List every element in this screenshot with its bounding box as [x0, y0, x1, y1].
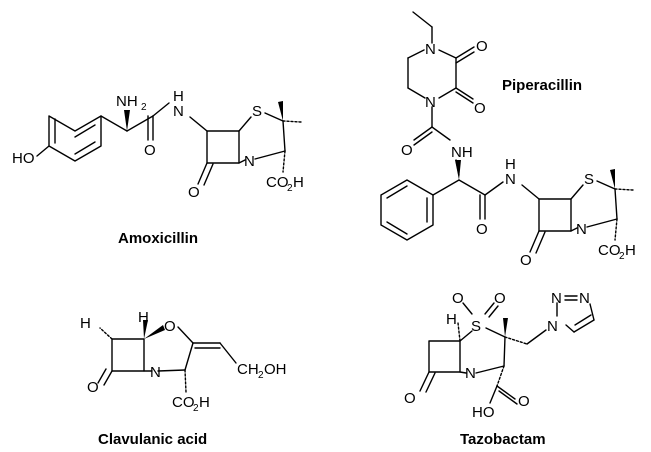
atom-label: O — [144, 142, 156, 159]
atom-label: HO — [472, 404, 495, 421]
atom-label: H — [625, 242, 636, 259]
atom-label: N — [547, 318, 558, 335]
compound-name: Tazobactam — [460, 431, 546, 448]
atom-label: O — [87, 379, 99, 396]
atom-subscript: 2 — [193, 403, 199, 414]
atom-label: N — [173, 103, 184, 120]
atom-label: H — [293, 174, 304, 191]
atom-subscript: 2 — [287, 183, 293, 194]
atom-label: O — [188, 184, 200, 201]
atom-label: O — [520, 252, 532, 269]
atom-subscript: 2 — [258, 370, 264, 381]
atom-label: S — [471, 318, 481, 335]
compound-name: Amoxicillin — [118, 230, 198, 247]
atom-label: H — [138, 309, 149, 326]
atom-label: O — [476, 221, 488, 238]
atom-label: O — [476, 38, 488, 55]
atom-label: O — [164, 318, 176, 335]
atom-subscript: 2 — [141, 102, 147, 113]
atom-label: N — [425, 41, 436, 58]
atom-label: S — [584, 171, 594, 188]
atom-label: OH — [264, 361, 287, 378]
atom-label: HO — [12, 150, 35, 167]
atom-label: H — [505, 156, 516, 173]
tazobactam-structure: H S O O N N N N O HO O Tazobactam — [404, 290, 595, 448]
atom-label: N — [551, 290, 562, 307]
atom-label: H — [80, 315, 91, 332]
compound-name: Clavulanic acid — [98, 431, 207, 448]
atom-label: NH — [116, 93, 138, 110]
atom-label: CO — [266, 174, 289, 191]
atom-label: O — [452, 290, 464, 307]
atom-label: H — [173, 88, 184, 105]
atom-label: N — [150, 364, 161, 381]
atom-subscript: 2 — [619, 251, 625, 262]
compound-name: Piperacillin — [502, 77, 582, 94]
atom-label: O — [494, 290, 506, 307]
piperacillin-structure: N O O N O NH N H O S N O CO 2 H Piperaci… — [380, 11, 636, 269]
atom-label: N — [579, 290, 590, 307]
atom-label: CO — [598, 242, 621, 259]
atom-label: NH — [451, 144, 473, 161]
atom-label: O — [518, 393, 530, 410]
atom-label: N — [465, 365, 476, 382]
atom-label: CO — [172, 394, 195, 411]
amoxicillin-structure: HO NH 2 N H O S N O CO 2 H Amoxicillin — [12, 88, 304, 247]
atom-label: CH — [237, 361, 259, 378]
atom-label: N — [425, 94, 436, 111]
atom-label: O — [404, 390, 416, 407]
stereo-wedge — [124, 110, 130, 131]
clavulanic-acid-structure: H H O N O CH 2 OH CO 2 H Clavulanic acid — [80, 309, 287, 448]
atom-label: N — [505, 171, 516, 188]
atom-label: H — [199, 394, 210, 411]
atom-label: H — [446, 311, 457, 328]
atom-label: N — [576, 221, 587, 238]
atom-label: N — [244, 153, 255, 170]
atom-label: O — [474, 100, 486, 117]
atom-label: O — [401, 142, 413, 159]
atom-label: S — [252, 103, 262, 120]
